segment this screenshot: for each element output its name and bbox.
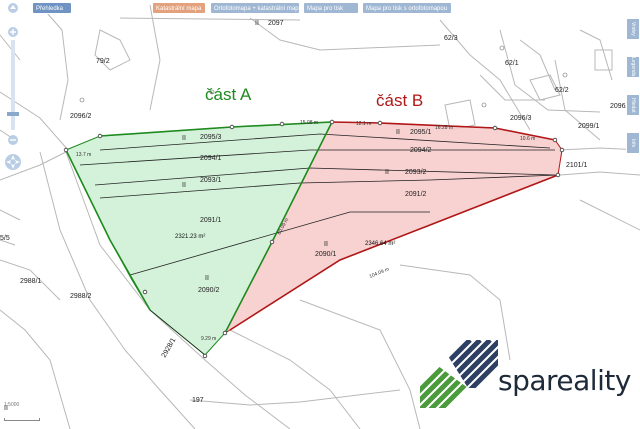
svg-text:II: II: [385, 169, 389, 176]
pan-up-icon[interactable]: [8, 3, 18, 13]
svg-text:II: II: [396, 129, 400, 136]
parcel-2090-2: 2090/2: [198, 287, 220, 294]
part-b-outline: [229, 121, 559, 331]
vertex-points: [63, 119, 565, 359]
pan-control-icon[interactable]: [5, 154, 21, 170]
zoom-in-icon[interactable]: [8, 27, 18, 37]
parcel-2988-1: 2988/1: [20, 278, 42, 285]
parcel-numbers: 2095/3 2094/1 2093/1 2091/1 2090/2 2095/…: [0, 20, 632, 404]
parcel-2095-3: 2095/3: [200, 134, 222, 141]
parcel-5-5: 5/5: [0, 235, 10, 242]
svg-text:16.28 m: 16.28 m: [435, 125, 453, 131]
tab-info[interactable]: Info: [626, 132, 640, 154]
spareality-logo: spareality: [420, 340, 631, 408]
ortho-cadastral-button[interactable]: Ortofotomapa + katastrální mapa: [210, 2, 300, 14]
parcel-2101-1: 2101/1: [566, 162, 588, 169]
parcel-2099-1: 2099/1: [578, 123, 600, 130]
parcel-2096-1: 2096/1: [610, 103, 632, 110]
zoom-slider-track[interactable]: [11, 40, 15, 130]
svg-text:15.08 m: 15.08 m: [300, 120, 318, 126]
overview-button[interactable]: Přehledka: [32, 2, 72, 14]
zoom-out-icon[interactable]: [8, 135, 18, 145]
svg-text:13.7 m: 13.7 m: [76, 152, 91, 158]
svg-text:9.29 m: 9.29 m: [201, 336, 216, 342]
zoom-slider-handle[interactable]: [7, 112, 19, 116]
parcel-2090-1: 2090/1: [315, 251, 337, 258]
parcel-2988-2: 2988/2: [70, 293, 92, 300]
parcel-197: 197: [192, 397, 204, 404]
parcel-2096-3: 2096/3: [510, 115, 532, 122]
parcel-62-1: 62/1: [505, 60, 519, 67]
svg-text:II: II: [255, 20, 259, 27]
print-ortho-map-button[interactable]: Mapa pro tisk s ortofotomapou: [362, 2, 452, 14]
area-a-label: 2321.23 m²: [175, 234, 205, 240]
parcel-2096-2: 2096/2: [70, 113, 92, 120]
parcel-2928-1: 2928/1: [161, 337, 178, 359]
zoom-control[interactable]: [2, 0, 24, 180]
svg-text:II: II: [182, 182, 186, 189]
tab-legend[interactable]: Legenda: [626, 56, 640, 78]
parcel-2095-1: 2095/1: [410, 129, 432, 136]
part-b-label: část B: [376, 91, 423, 110]
parcel-2094-2: 2094/2: [410, 147, 432, 154]
svg-text:10.6 m: 10.6 m: [520, 136, 535, 142]
svg-text:II: II: [4, 405, 8, 412]
map-toolbar: Přehledka Katastrální mapa Ortofotomapa …: [0, 2, 640, 16]
parcel-2091-1: 2091/1: [200, 217, 222, 224]
map-scale: 1:5000: [4, 402, 20, 408]
tab-layers[interactable]: Vrstvy: [626, 18, 640, 40]
parcel-2091-2: 2091/2: [405, 191, 427, 198]
svg-text:II: II: [324, 241, 328, 248]
area-b-label: 2346.64 m²: [365, 241, 395, 247]
part-a-label: část A: [205, 85, 252, 104]
tab-search[interactable]: Hledat: [626, 94, 640, 116]
parcel-2093-1: 2093/1: [200, 177, 222, 184]
parcel-62-3: 62/3: [444, 35, 458, 42]
road-lines: [0, 4, 640, 429]
logo-text: spareality: [498, 364, 631, 397]
parcel-79-2: 79/2: [96, 58, 110, 65]
print-map-button[interactable]: Mapa pro tisk: [303, 2, 359, 14]
parcel-2097: 2097: [268, 20, 284, 27]
parcel-2094-1: 2094/1: [200, 155, 222, 162]
parcel-62-2: 62/2: [555, 87, 569, 94]
svg-text:104.09 m: 104.09 m: [369, 266, 391, 279]
svg-text:12.1 m: 12.1 m: [356, 121, 371, 127]
scale-bar: [4, 418, 40, 421]
parcel-2093-2: 2093/2: [405, 169, 427, 176]
svg-text:II: II: [182, 135, 186, 142]
cadastral-map-button[interactable]: Katastrální mapa: [152, 2, 206, 14]
svg-text:II: II: [205, 275, 209, 282]
logo-mark-icon: [420, 340, 498, 408]
land-use-marks: II II II II II II II II: [4, 20, 400, 412]
property-markers: [79, 45, 568, 108]
